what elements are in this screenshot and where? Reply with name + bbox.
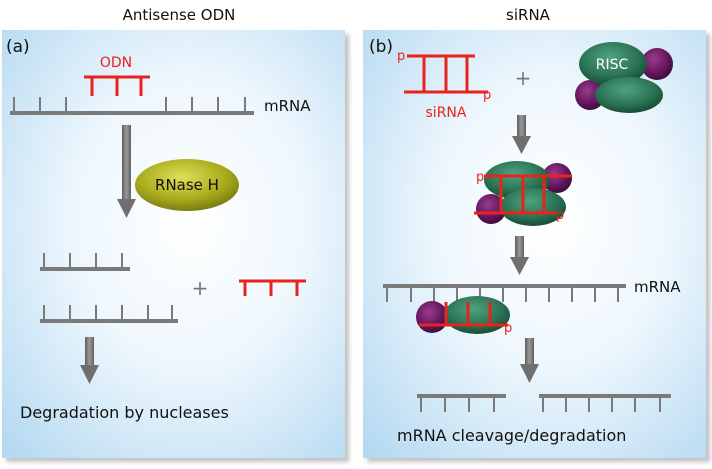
arrow-down-icon	[520, 338, 539, 383]
bound-p-marker: p	[504, 321, 512, 336]
risc-label: RISC	[596, 57, 629, 73]
plus-sign-left: +	[192, 276, 209, 300]
rnase-h-enzyme	[135, 159, 239, 211]
arrow-down-icon	[512, 115, 531, 154]
sirna-label: siRNA	[426, 105, 467, 121]
released-odn	[239, 279, 306, 296]
left-panel-tag: (a)	[6, 37, 30, 57]
right-panel-tag: (b)	[369, 37, 393, 57]
mrna-target-strand	[383, 284, 626, 302]
mrna-label-left: mRNA	[264, 97, 311, 115]
sirna-p-marker-top: p	[397, 49, 405, 64]
right-panel-heading: siRNA	[506, 6, 551, 24]
rnase-h-label: RNase H	[155, 176, 219, 194]
risc-bound-complex	[416, 296, 510, 334]
mrna-label-right: mRNA	[634, 278, 681, 296]
odn-label: ODN	[100, 55, 132, 71]
plus-sign-right: +	[515, 66, 532, 90]
cleavage-label: mRNA cleavage/degradation	[397, 426, 626, 445]
complex-p-marker-bottom: p	[556, 208, 564, 223]
left-panel	[2, 30, 345, 458]
left-panel-heading: Antisense ODN	[123, 6, 236, 24]
mrna-fragment-1	[40, 253, 130, 271]
mrna-strand	[10, 97, 254, 115]
risc-complex	[575, 42, 673, 113]
risc-sirna-complex	[474, 161, 572, 226]
sirna-duplex	[404, 54, 488, 94]
cleaved-fragment-2	[539, 394, 671, 412]
cleaved-fragment-1	[417, 394, 506, 412]
mrna-fragment-2	[40, 305, 178, 323]
sirna-p-marker-bottom: p	[483, 88, 491, 103]
complex-p-marker-top: p	[476, 170, 484, 185]
degradation-label: Degradation by nucleases	[20, 403, 229, 422]
odn-strand	[84, 75, 150, 96]
arrow-down-icon	[510, 236, 529, 275]
arrow-down-icon	[80, 337, 99, 384]
arrow-down-icon	[117, 125, 136, 218]
